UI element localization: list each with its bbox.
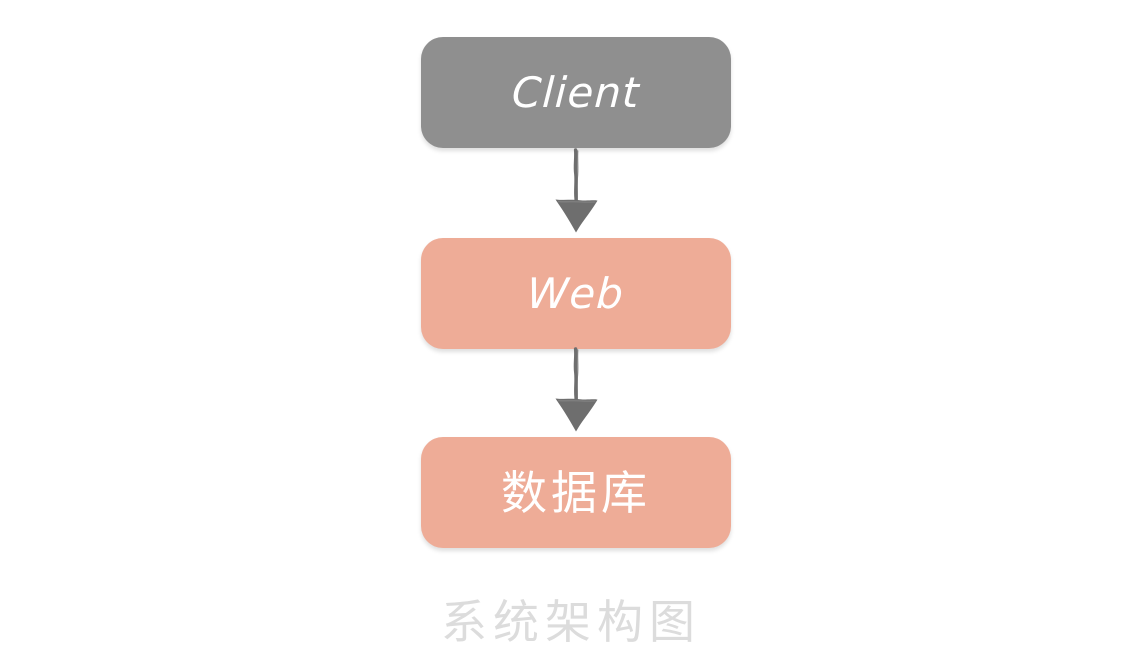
arrow-web-to-database-icon bbox=[555, 347, 598, 432]
node-client[interactable]: Client bbox=[421, 37, 731, 148]
arrow-client-to-web-icon bbox=[555, 148, 598, 233]
node-web[interactable]: Web bbox=[421, 238, 731, 349]
node-database[interactable]: 数据库 bbox=[421, 437, 731, 548]
node-web-label: Web bbox=[526, 268, 626, 318]
node-client-label: Client bbox=[510, 67, 642, 117]
diagram-caption: 系统架构图 bbox=[441, 595, 701, 649]
node-database-label: 数据库 bbox=[501, 465, 651, 520]
